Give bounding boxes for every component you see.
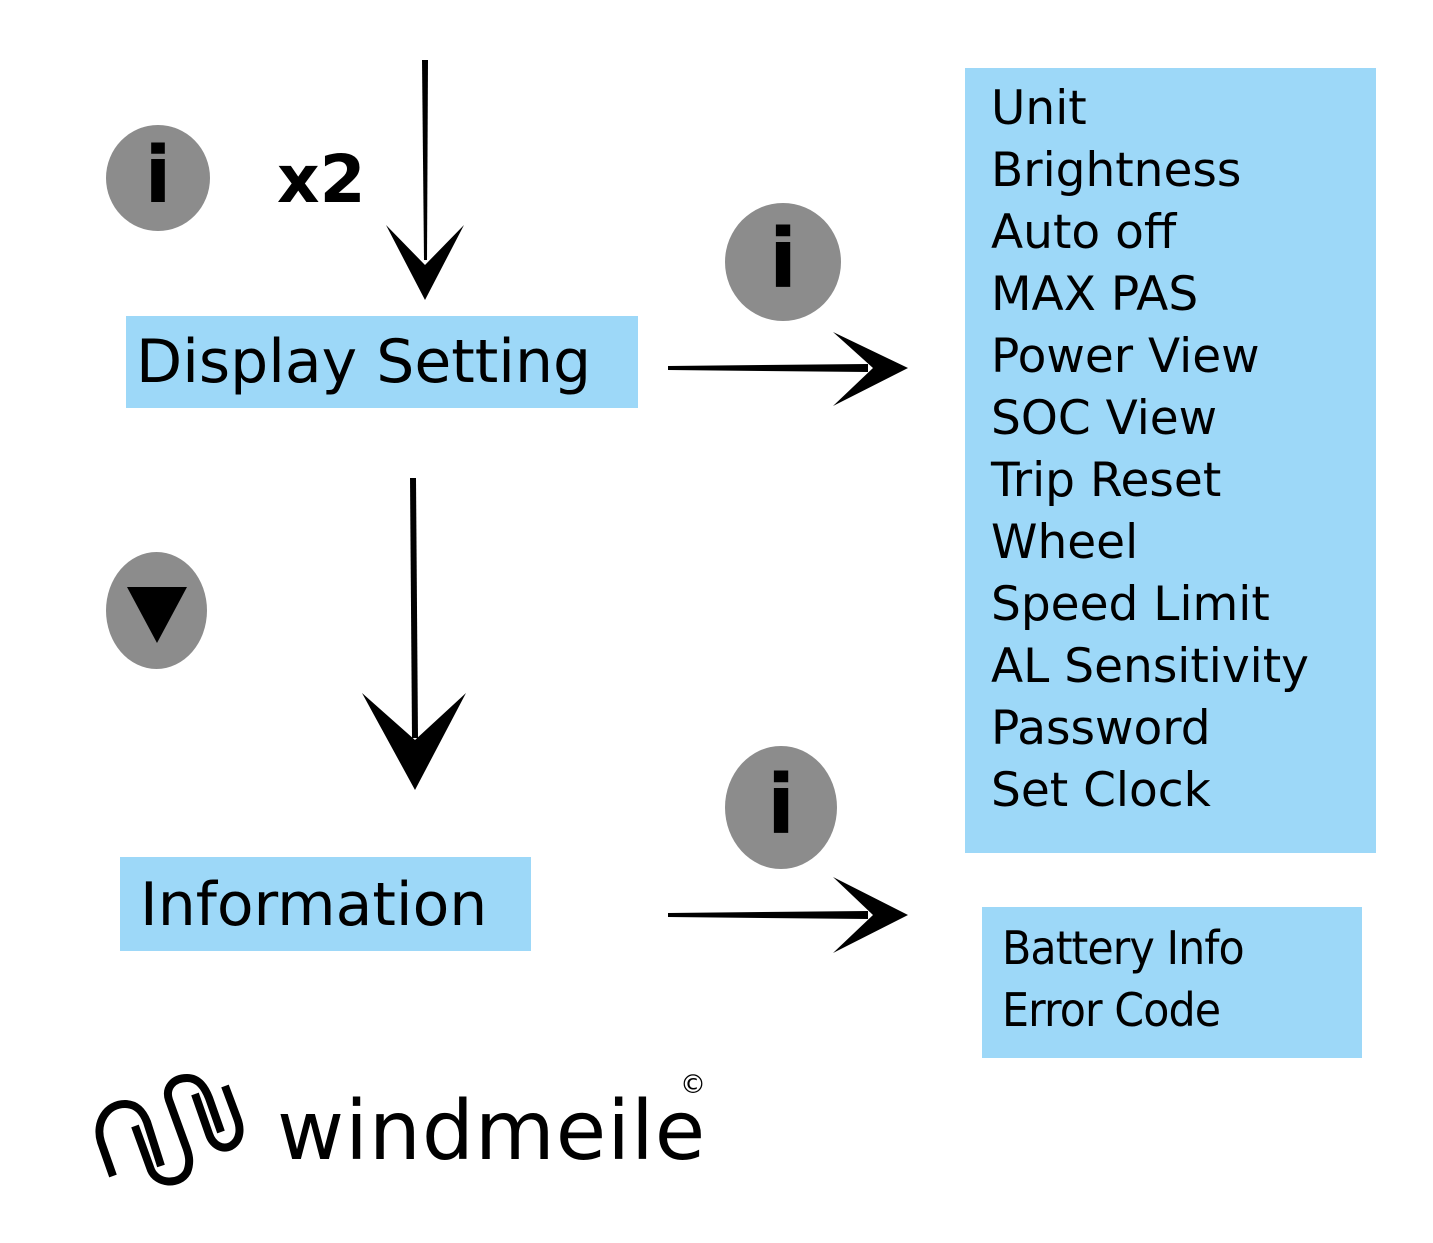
down-button — [106, 552, 207, 669]
submenu-item-set-clock[interactable]: Set Clock — [991, 763, 1211, 818]
arrow-down-middle-icon — [362, 478, 466, 790]
arrow-down-top-icon — [386, 60, 464, 300]
information-label: Information — [140, 870, 488, 940]
copyright-mark: © — [680, 1070, 706, 1100]
arrow-right-information-icon — [668, 877, 908, 953]
submenu-item-brightness[interactable]: Brightness — [991, 143, 1242, 198]
arrow-right-display-icon — [668, 332, 908, 406]
display-setting-box[interactable]: Display Setting — [126, 316, 638, 408]
display-setting-submenu-list: Unit Brightness Auto off MAX PAS Power V… — [991, 78, 1309, 822]
info-icon: i — [768, 212, 798, 307]
info-button-top: i — [106, 125, 210, 231]
submenu-item-error-code[interactable]: Error Code — [1002, 983, 1221, 1037]
logo-wordmark: windmeile — [277, 1084, 707, 1179]
display-setting-submenu: Unit Brightness Auto off MAX PAS Power V… — [965, 68, 1376, 853]
windmeile-logo-mark-icon — [95, 1074, 244, 1186]
submenu-item-wheel[interactable]: Wheel — [991, 515, 1139, 570]
info-icon: i — [144, 131, 172, 221]
information-box[interactable]: Information — [120, 857, 531, 951]
down-triangle-icon — [126, 586, 187, 643]
information-submenu-list: Battery Info Error Code — [1002, 917, 1262, 1041]
display-setting-label: Display Setting — [136, 327, 592, 397]
info-icon: i — [766, 757, 796, 853]
submenu-item-soc-view[interactable]: SOC View — [991, 391, 1218, 446]
submenu-item-al-sensitivity[interactable]: AL Sensitivity — [991, 639, 1309, 694]
submenu-item-password[interactable]: Password — [991, 701, 1211, 756]
submenu-item-trip-reset[interactable]: Trip Reset — [991, 453, 1222, 508]
submenu-item-power-view[interactable]: Power View — [991, 329, 1260, 384]
info-button-display: i — [725, 203, 841, 321]
submenu-item-unit[interactable]: Unit — [991, 81, 1087, 136]
info-button-information: i — [725, 746, 837, 869]
submenu-item-battery-info[interactable]: Battery Info — [1002, 921, 1245, 975]
submenu-item-auto-off[interactable]: Auto off — [991, 205, 1177, 260]
windmeile-logo: windmeile © — [95, 1070, 715, 1190]
repeat-count-label: x2 — [277, 141, 366, 218]
submenu-item-speed-limit[interactable]: Speed Limit — [991, 577, 1270, 632]
submenu-item-max-pas[interactable]: MAX PAS — [991, 267, 1199, 322]
information-submenu: Battery Info Error Code — [982, 907, 1362, 1058]
